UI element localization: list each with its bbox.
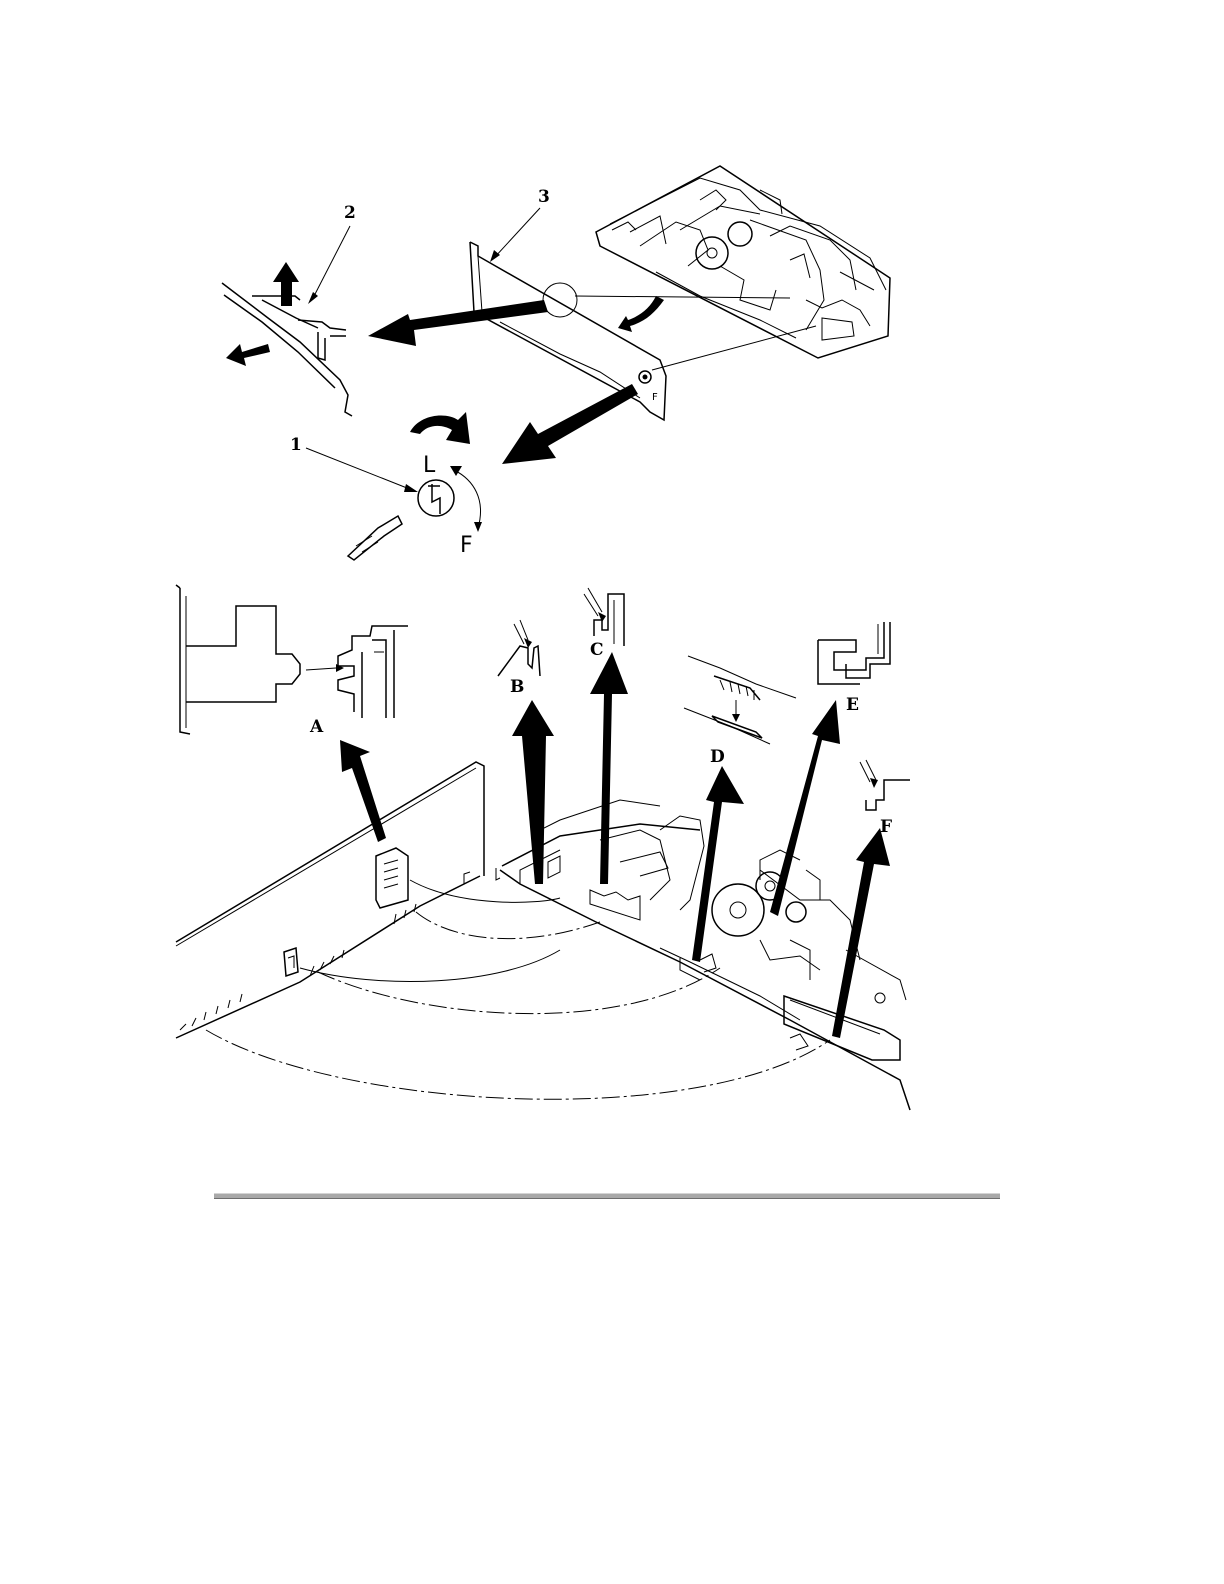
- dial-letter-l: L: [423, 453, 436, 478]
- detail-arrow-2: [368, 300, 548, 346]
- arrow-to-a: [340, 740, 386, 842]
- detail-f-clip: [860, 760, 910, 810]
- dial-letter-f: F: [460, 533, 473, 558]
- arrow-to-e: [770, 700, 840, 916]
- arrow-to-c: [590, 652, 628, 884]
- detail-label-f: F: [880, 817, 892, 837]
- detail-arrow-1: [502, 384, 638, 464]
- detail-c-clip: [584, 588, 624, 646]
- detail-label-a: A: [309, 717, 324, 737]
- callout-1: 1: [290, 435, 302, 455]
- leader-arc-c: [206, 1030, 830, 1099]
- panel-mark: F: [652, 392, 658, 403]
- callout-2: 2: [344, 203, 356, 223]
- arrow-to-f: [832, 828, 890, 1038]
- horizontal-divider: [214, 1193, 1000, 1199]
- detail-b-clip: [498, 620, 540, 676]
- left-arrow-icon: [226, 344, 270, 366]
- leader-arc-b: [318, 968, 720, 1014]
- insert-arrow-icon: [618, 296, 664, 332]
- detail-e-hook: [818, 622, 890, 684]
- leader-arc-a: [416, 912, 600, 939]
- rotate-arrow-icon: [410, 412, 470, 444]
- up-arrow-icon: [273, 262, 299, 306]
- detail-d-slot: [684, 656, 796, 744]
- detail-label-e: E: [846, 695, 859, 715]
- printer-mechanism-top: [596, 166, 890, 358]
- detail-a-latch: [176, 585, 408, 734]
- printer-base: [176, 762, 500, 1038]
- detail-label-b: B: [510, 677, 524, 697]
- detail-label-d: D: [710, 747, 725, 767]
- screwdriver-icon: [348, 516, 402, 560]
- callout-3: 3: [538, 187, 550, 207]
- detail-label-c: C: [590, 640, 604, 660]
